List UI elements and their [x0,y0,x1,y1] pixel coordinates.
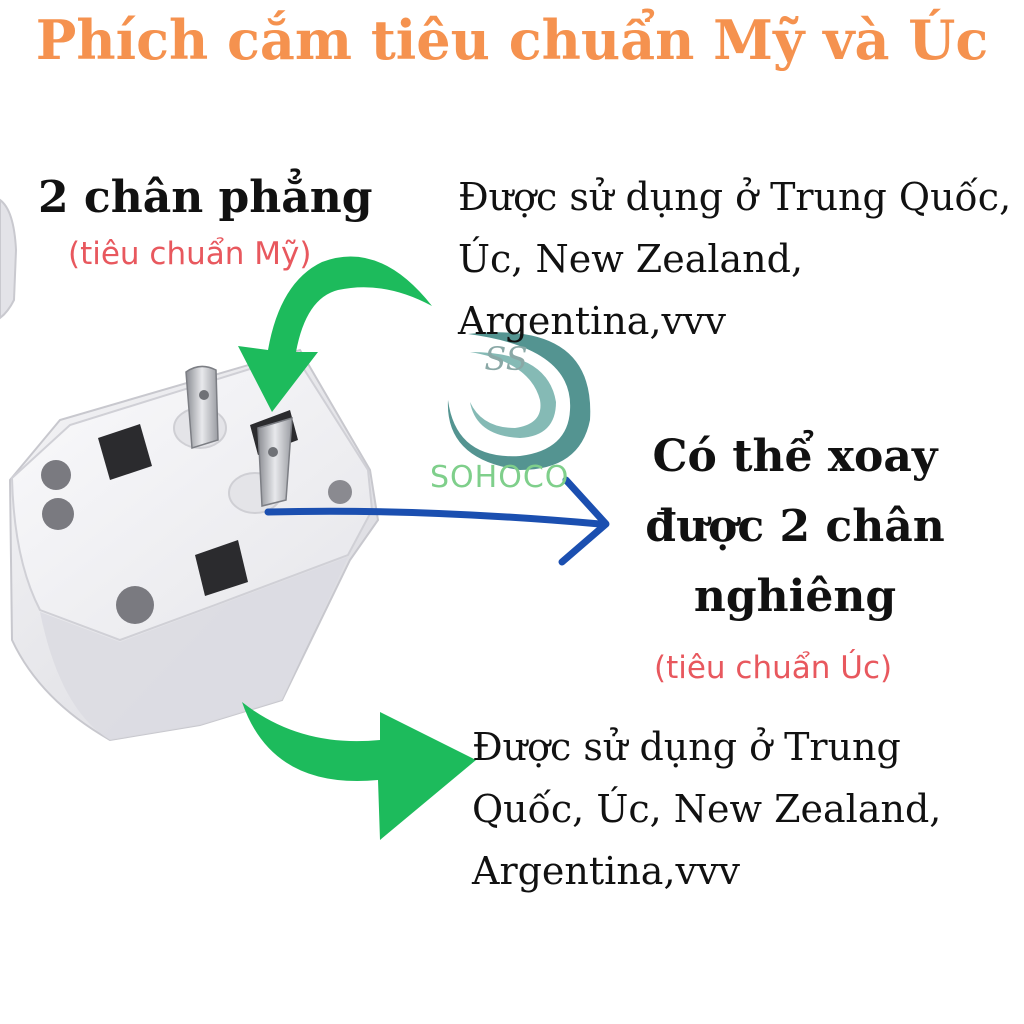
adapter-edge [0,198,18,320]
flat-pin [257,416,293,507]
adapter-image [8,348,380,742]
green-arrow-top [238,256,432,412]
page-title: Phích cắm tiêu chuẩn Mỹ và Úc [35,8,989,72]
rotatable-pins-description: Được sử dụng ở Trung Quốc, Úc, New Zeala… [472,725,942,893]
flat-pins-description: Được sử dụng ở Trung Quốc, Úc, New Zeala… [458,175,1012,343]
socket-slot [195,540,248,596]
socket-slot [98,424,152,480]
flat-pins-heading: 2 chân phẳng [38,172,373,223]
rotatable-pins-note: (tiêu chuẩn Úc) [654,650,893,686]
flat-pin [185,365,219,449]
socket-hole [116,586,154,624]
socket-hole [41,460,71,490]
watermark-brand: SOHOCO [430,460,570,495]
watermark-logo [447,332,591,470]
rotatable-pins-heading: Có thể xoay được 2 chân nghiêng [645,431,945,622]
watermark-monogram: SS [484,340,528,378]
blue-arrow [264,507,604,528]
socket-hole [42,498,74,530]
socket-hole [328,480,352,504]
flat-pins-note: (tiêu chuẩn Mỹ) [68,236,312,272]
green-arrow-bottom [242,702,476,840]
